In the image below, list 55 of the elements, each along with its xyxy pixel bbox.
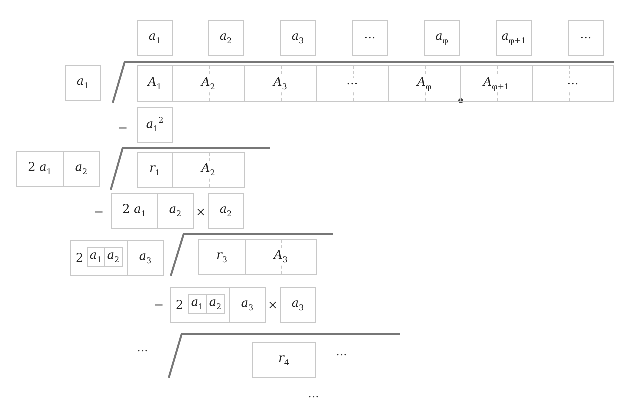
- digit-box: [170, 287, 230, 323]
- digit-box: [157, 193, 194, 229]
- digit-box: [532, 65, 614, 102]
- digit-box: [104, 247, 123, 267]
- digit-box: [198, 239, 246, 275]
- digit-box: [252, 342, 316, 378]
- math-term: 2: [176, 299, 184, 311]
- math-term: 2 a$_{1}$: [28, 161, 52, 177]
- digit-box: [16, 151, 64, 187]
- math-term: A$_{3}$: [274, 249, 288, 265]
- digit-box: [70, 240, 128, 276]
- digit-box: [208, 20, 244, 56]
- operator-symbol: ···: [308, 391, 320, 403]
- math-term: A$_{2}$: [202, 76, 216, 92]
- math-term: A$_{φ}$: [417, 76, 432, 92]
- digit-box: [460, 65, 533, 102]
- math-term: A$_{3}$: [274, 76, 288, 92]
- digit-box: [206, 294, 225, 314]
- digit-box: [137, 107, 173, 143]
- math-term: A$_{2}$: [202, 162, 216, 178]
- digit-box: [424, 20, 460, 56]
- digit-box: [63, 151, 100, 187]
- digit-box: [568, 20, 604, 56]
- digit-box: [208, 193, 244, 229]
- operator-symbol: −: [154, 299, 164, 311]
- digit-box: [127, 240, 164, 276]
- digit-box: [244, 65, 317, 102]
- digit-box: [172, 65, 245, 102]
- digit-box: [316, 65, 389, 102]
- digit-box: [137, 152, 173, 188]
- digit-box: [280, 20, 316, 56]
- digit-box: [111, 193, 158, 229]
- digit-box: [352, 20, 388, 56]
- digit-box: [229, 287, 266, 323]
- digit-box: [388, 65, 461, 102]
- math-term: 2: [76, 252, 84, 264]
- math-term: A$_{1}$: [148, 76, 162, 92]
- math-term: ···: [567, 78, 579, 90]
- math-term: 2 a$_{1}$: [122, 203, 146, 219]
- operator-symbol: ×: [268, 299, 278, 311]
- digit-box: [188, 294, 207, 314]
- operator-symbol: −: [94, 206, 104, 218]
- operator-symbol: ···: [137, 345, 148, 357]
- operator-symbol: −: [118, 122, 128, 134]
- operator-symbol: ×: [196, 206, 206, 218]
- digit-box: [245, 239, 317, 275]
- digit-box: [65, 65, 101, 101]
- math-term: ···: [346, 78, 358, 90]
- digit-box: [172, 152, 245, 188]
- operator-symbol: ···: [336, 349, 348, 361]
- digit-box: [496, 20, 532, 56]
- digit-box: [137, 20, 173, 56]
- math-term: A$_{φ+1}$: [483, 76, 510, 92]
- digit-box: [280, 287, 316, 323]
- digit-box: [137, 65, 173, 102]
